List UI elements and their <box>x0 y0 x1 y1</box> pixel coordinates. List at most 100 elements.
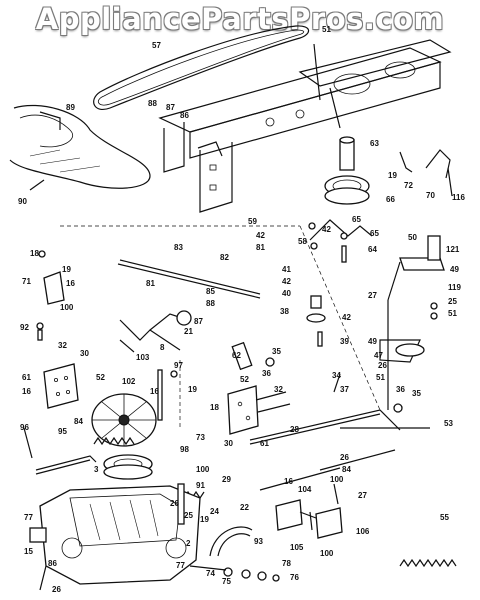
callout: 49 <box>368 337 377 346</box>
callout: 100 <box>330 475 344 484</box>
callout: 87 <box>166 103 175 112</box>
callout: 61 <box>22 373 31 382</box>
cooling-fan <box>91 393 157 447</box>
callout: 88 <box>148 99 157 108</box>
callout: 21 <box>184 327 193 336</box>
panel-plate <box>43 363 79 409</box>
callout: 105 <box>290 543 304 552</box>
callout: 53 <box>444 419 453 428</box>
callout: 119 <box>448 283 461 292</box>
vent-hose <box>217 533 251 557</box>
callout: 84 <box>74 417 83 426</box>
callout: 78 <box>282 559 291 568</box>
callout: 35 <box>412 389 421 398</box>
callout: 16 <box>284 477 293 486</box>
callout: 18 <box>210 403 219 412</box>
callout: 3 <box>94 465 99 474</box>
callout: 34 <box>332 371 341 380</box>
callout: 57 <box>152 41 161 50</box>
callout: 2 <box>186 539 191 548</box>
callout: 89 <box>66 103 75 112</box>
callout: 77 <box>24 513 33 522</box>
callout: 104 <box>298 485 312 494</box>
callout: 42 <box>342 313 351 322</box>
callout: 50 <box>408 233 417 242</box>
callout: 26 <box>52 585 61 594</box>
callout: 83 <box>174 243 183 252</box>
callout: 36 <box>262 369 271 378</box>
callout: 36 <box>396 385 405 394</box>
callout: 70 <box>426 191 435 200</box>
shift-rod <box>35 459 91 475</box>
seat-deck <box>9 104 151 189</box>
callout: 103 <box>136 353 150 362</box>
callout: 86 <box>48 559 57 568</box>
tractor-frame <box>158 39 452 213</box>
callout: 16 <box>150 387 159 396</box>
callout: 35 <box>272 347 281 356</box>
callout: 106 <box>356 527 370 536</box>
callout: 100 <box>320 549 334 558</box>
callout: 71 <box>22 277 31 286</box>
callout: 76 <box>290 573 299 582</box>
callout: 63 <box>370 139 379 148</box>
callout: 32 <box>58 341 67 350</box>
callout: 51 <box>322 25 331 34</box>
bolts-washers <box>23 43 453 531</box>
callout: 39 <box>340 337 349 346</box>
callout: 37 <box>340 385 349 394</box>
callout: 8 <box>160 343 165 352</box>
callout: 30 <box>80 349 89 358</box>
callout: 102 <box>122 377 136 386</box>
callout: 15 <box>24 547 33 556</box>
callout: 100 <box>196 465 210 474</box>
callout: 121 <box>446 245 460 254</box>
shift-rod <box>35 455 97 471</box>
callout: 52 <box>96 373 105 382</box>
callout: 73 <box>196 433 205 442</box>
callout: 58 <box>298 237 307 246</box>
callout: 81 <box>256 243 265 252</box>
spring-link <box>399 151 413 173</box>
callout: 19 <box>200 515 209 524</box>
engine-pulley <box>324 136 370 205</box>
callout: 49 <box>450 265 459 274</box>
transmission-pulley <box>103 454 153 480</box>
callout: 51 <box>376 373 385 382</box>
callout: 85 <box>206 287 215 296</box>
callout: 90 <box>18 197 27 206</box>
callout: 38 <box>280 307 289 316</box>
callout: 100 <box>60 303 74 312</box>
drive-belt <box>93 25 310 110</box>
callout: 30 <box>224 439 233 448</box>
callout: 65 <box>352 215 361 224</box>
center-bracket <box>227 385 291 435</box>
callout: 75 <box>222 577 231 586</box>
callout: 88 <box>206 299 215 308</box>
callout: 64 <box>368 245 377 254</box>
callout: 51 <box>448 309 457 318</box>
idler-bracket <box>309 219 373 241</box>
callout: 86 <box>180 111 189 120</box>
callout: 116 <box>452 193 465 202</box>
callout: 47 <box>374 351 383 360</box>
callout: 52 <box>240 375 249 384</box>
callout: 93 <box>254 537 263 546</box>
callout: 16 <box>22 387 31 396</box>
shift-lever <box>119 310 192 351</box>
callout: 42 <box>322 225 331 234</box>
watermark-text: AppliancePartsPros.com <box>35 2 445 36</box>
callout: 81 <box>146 279 155 288</box>
vent-hose <box>209 526 253 557</box>
callout: 19 <box>188 385 197 394</box>
callout: 98 <box>180 445 189 454</box>
spring <box>93 436 135 446</box>
callout: 28 <box>290 425 299 434</box>
transaxle <box>29 485 201 591</box>
callout: 42 <box>256 231 265 240</box>
callout: 62 <box>232 351 241 360</box>
callout: 96 <box>20 423 29 432</box>
clutch-arm <box>425 149 451 179</box>
callout: 24 <box>210 507 219 516</box>
